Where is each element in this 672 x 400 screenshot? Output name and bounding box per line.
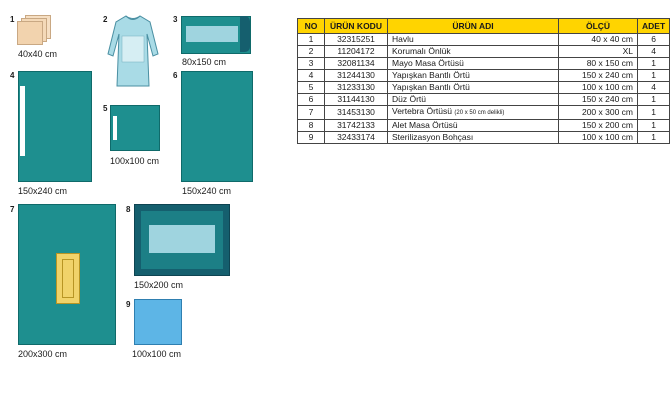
header-name: ÜRÜN ADI bbox=[387, 18, 559, 34]
cell-qty: 1 bbox=[636, 57, 671, 70]
table-row: 5 31233130 Yapışkan Bantlı Örtü 100 x 10… bbox=[297, 81, 671, 94]
item-size-7: 200x300 cm bbox=[18, 349, 68, 359]
item-number-8: 8 bbox=[126, 205, 131, 214]
instrument-table-cover bbox=[134, 204, 230, 276]
fenestration bbox=[56, 253, 80, 304]
cell-qty: 4 bbox=[636, 81, 671, 94]
cell-code: 31244130 bbox=[324, 69, 388, 82]
cell-name: Vertebra Örtüsü (20 x 50 cm delikli) bbox=[387, 105, 559, 120]
cell-no: 3 bbox=[297, 57, 325, 70]
cell-name: Mayo Masa Örtüsü bbox=[387, 57, 559, 70]
cell-size: XL bbox=[558, 45, 638, 58]
mayo-cover-panel bbox=[186, 26, 238, 42]
header-size: ÖLÇÜ bbox=[558, 18, 638, 34]
item-number-2: 2 bbox=[103, 15, 108, 24]
cell-code: 31742133 bbox=[324, 119, 388, 132]
adhesive-drape-large bbox=[18, 71, 92, 182]
item-size-3: 80x150 cm bbox=[182, 57, 227, 67]
cell-no: 4 bbox=[297, 69, 325, 82]
towel-stack bbox=[17, 15, 51, 45]
cell-size: 40 x 40 cm bbox=[558, 33, 638, 46]
table-row: 9 32433174 Sterilizasyon Bohçası 100 x 1… bbox=[297, 131, 671, 144]
product-table: NO ÜRÜN KODU ÜRÜN ADI ÖLÇÜ ADET 1 323152… bbox=[297, 18, 671, 144]
table-row: 8 31742133 Alet Masa Örtüsü 150 x 200 cm… bbox=[297, 119, 671, 132]
table-header-row: NO ÜRÜN KODU ÜRÜN ADI ÖLÇÜ ADET bbox=[297, 18, 671, 34]
cell-size: 100 x 100 cm bbox=[558, 131, 638, 144]
header-no: NO bbox=[297, 18, 325, 34]
cell-code: 32433174 bbox=[324, 131, 388, 144]
item-size-1: 40x40 cm bbox=[18, 49, 58, 59]
cell-code: 31453130 bbox=[324, 105, 388, 120]
cell-qty: 1 bbox=[636, 69, 671, 82]
item-size-4: 150x240 cm bbox=[18, 186, 68, 196]
item-number-4: 4 bbox=[10, 71, 15, 80]
cell-code: 32081134 bbox=[324, 57, 388, 70]
gown-illustration bbox=[107, 15, 159, 87]
table-row: 7 31453130 Vertebra Örtüsü (20 x 50 cm d… bbox=[297, 105, 671, 120]
towel-layer bbox=[17, 21, 43, 45]
cell-no: 8 bbox=[297, 119, 325, 132]
cell-name: Korumalı Önlük bbox=[387, 45, 559, 58]
cell-code: 32315251 bbox=[324, 33, 388, 46]
cell-name: Yapışkan Bantlı Örtü bbox=[387, 69, 559, 82]
cell-size: 150 x 200 cm bbox=[558, 119, 638, 132]
cell-name: Düz Örtü bbox=[387, 93, 559, 106]
cell-size: 100 x 100 cm bbox=[558, 81, 638, 94]
cell-size: 150 x 240 cm bbox=[558, 93, 638, 106]
adhesive-drape-small bbox=[110, 105, 160, 151]
adhesive-strip bbox=[113, 116, 117, 140]
sterilization-wrap bbox=[134, 299, 182, 345]
cell-qty: 1 bbox=[636, 105, 671, 120]
table-row: 4 31244130 Yapışkan Bantlı Örtü 150 x 24… bbox=[297, 69, 671, 82]
item-size-9: 100x100 cm bbox=[132, 349, 182, 359]
fenestration-opening bbox=[62, 259, 74, 298]
cell-name-text: Vertebra Örtüsü bbox=[392, 106, 453, 116]
instrument-cover-panel bbox=[149, 225, 215, 253]
table-row: 3 32081134 Mayo Masa Örtüsü 80 x 150 cm … bbox=[297, 57, 671, 70]
item-size-6: 150x240 cm bbox=[182, 186, 232, 196]
cell-size: 150 x 240 cm bbox=[558, 69, 638, 82]
item-number-3: 3 bbox=[173, 15, 178, 24]
cell-no: 9 bbox=[297, 131, 325, 144]
item-number-5: 5 bbox=[103, 104, 108, 113]
cell-no: 5 bbox=[297, 81, 325, 94]
table-row: 6 31144130 Düz Örtü 150 x 240 cm 1 bbox=[297, 93, 671, 106]
item-number-9: 9 bbox=[126, 300, 131, 309]
plain-drape bbox=[181, 71, 253, 182]
cell-code: 31233130 bbox=[324, 81, 388, 94]
cell-qty: 6 bbox=[636, 33, 671, 46]
cell-size: 80 x 150 cm bbox=[558, 57, 638, 70]
cell-qty: 1 bbox=[636, 119, 671, 132]
item-size-5: 100x100 cm bbox=[110, 156, 160, 166]
cell-name-note: (20 x 50 cm delikli) bbox=[454, 110, 505, 116]
cell-qty: 1 bbox=[636, 131, 671, 144]
cell-code: 31144130 bbox=[324, 93, 388, 106]
mayo-table-cover bbox=[181, 16, 251, 54]
table-row: 1 32315251 Havlu 40 x 40 cm 6 bbox=[297, 33, 671, 46]
cell-no: 2 bbox=[297, 45, 325, 58]
cell-qty: 4 bbox=[636, 45, 671, 58]
vertebra-drape bbox=[18, 204, 116, 345]
cell-name: Havlu bbox=[387, 33, 559, 46]
mayo-cover-roll bbox=[240, 16, 250, 52]
cell-no: 6 bbox=[297, 93, 325, 106]
cell-no: 7 bbox=[297, 105, 325, 120]
cell-name: Yapışkan Bantlı Örtü bbox=[387, 81, 559, 94]
cell-no: 1 bbox=[297, 33, 325, 46]
table-row: 2 11204172 Korumalı Önlük XL 4 bbox=[297, 45, 671, 58]
cell-size: 200 x 300 cm bbox=[558, 105, 638, 120]
header-qty: ADET bbox=[636, 18, 671, 34]
adhesive-strip bbox=[20, 86, 25, 156]
item-number-6: 6 bbox=[173, 71, 178, 80]
cell-name: Alet Masa Örtüsü bbox=[387, 119, 559, 132]
cell-name: Sterilizasyon Bohçası bbox=[387, 131, 559, 144]
item-number-1: 1 bbox=[10, 15, 15, 24]
cell-code: 11204172 bbox=[324, 45, 388, 58]
item-number-7: 7 bbox=[10, 205, 15, 214]
item-size-8: 150x200 cm bbox=[134, 280, 184, 290]
cell-qty: 1 bbox=[636, 93, 671, 106]
header-code: ÜRÜN KODU bbox=[324, 18, 388, 34]
